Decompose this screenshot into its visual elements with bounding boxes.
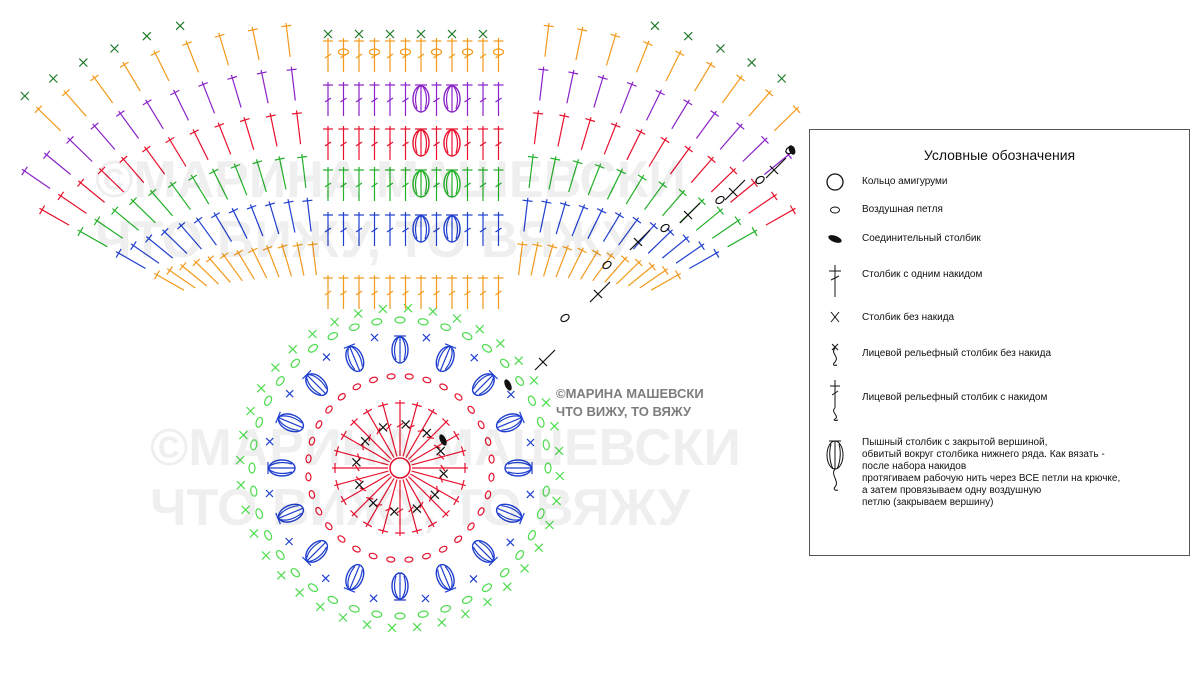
single-crochet-icon <box>830 311 840 323</box>
legend-box: Условные обозначения Кольцо амигуруми Во… <box>809 129 1190 556</box>
legend-item-slip-stitch: Соединительный столбик <box>810 233 1189 247</box>
legend-label-puff-stitch: Пышный столбик с закрытой вершиной, обви… <box>862 437 1121 508</box>
legend-item-fpdc: Лицевой рельефный столбик с накидом <box>810 378 1189 424</box>
chain-stitch-icon <box>830 206 840 214</box>
legend-label-fpdc: Лицевой рельефный столбик с накидом <box>862 392 1048 403</box>
legend-label-magic-ring: Кольцо амигуруми <box>862 176 948 187</box>
fpdc-icon <box>830 380 840 421</box>
fpsc-icon <box>831 343 839 366</box>
double-crochet-icon <box>829 265 841 297</box>
legend-item-chain-stitch: Воздушная петля <box>810 204 1189 218</box>
legend-item-double-crochet: Столбик с одним накидом <box>810 263 1189 303</box>
slip-stitch-icon <box>828 235 842 243</box>
legend-label-chain-stitch: Воздушная петля <box>862 204 943 215</box>
magic-ring-icon <box>826 173 844 191</box>
author-credit-line2: ЧТО ВИЖУ, ТО ВЯЖУ <box>556 404 692 419</box>
left-wing <box>20 21 318 291</box>
legend-label-fpsc: Лицевой рельефный столбик без накида <box>862 348 1052 359</box>
puff-stitch-icon <box>826 440 844 491</box>
magic-ring <box>389 457 411 479</box>
legend-label-slip-stitch: Соединительный столбик <box>862 233 981 244</box>
author-credit-line1: ©МАРИНА МАШЕВСКИ <box>556 386 704 401</box>
legend-item-magic-ring: Кольцо амигуруми <box>810 172 1189 191</box>
legend-item-puff-stitch: Пышный столбик с закрытой вершиной, обви… <box>810 435 1189 515</box>
legend-item-single-crochet: Столбик без накида <box>810 310 1189 330</box>
right-edge-chain <box>439 145 796 446</box>
legend-title: Условные обозначения <box>923 147 1076 163</box>
legend-label-double-crochet: Столбик с одним накидом <box>862 269 983 280</box>
circle-motif <box>235 303 565 633</box>
right-wing <box>517 21 801 291</box>
upper-fan <box>323 29 505 309</box>
legend-label-single-crochet: Столбик без накида <box>862 312 955 323</box>
legend-item-fpsc: Лицевой рельефный столбик без накида <box>810 340 1189 370</box>
